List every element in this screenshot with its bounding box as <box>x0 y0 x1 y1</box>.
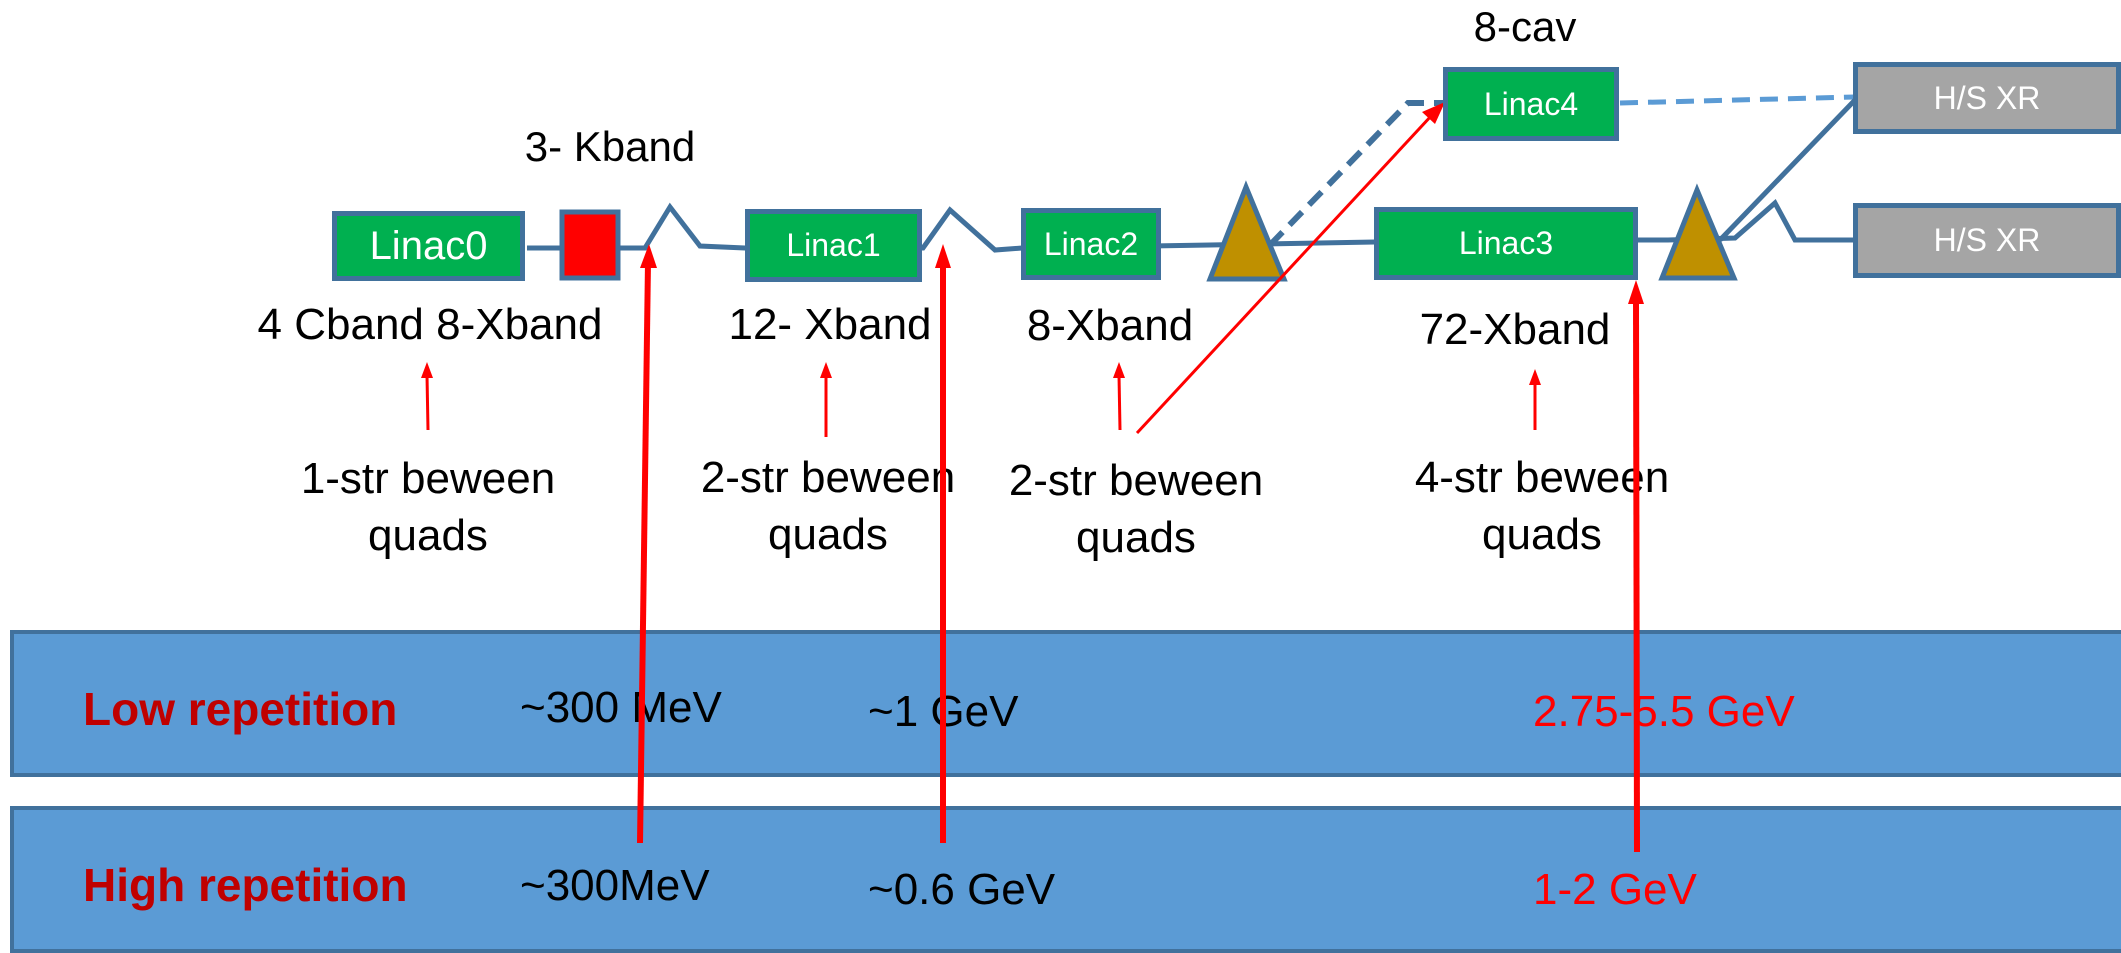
low-repetition-title: Low repetition <box>83 683 398 735</box>
linac2-structures-label: 8-Xband <box>1026 301 1194 350</box>
linac2-label: Linac2 <box>1043 225 1139 262</box>
high-repetition-title: High repetition <box>83 859 408 911</box>
xray-box-upper: H/S XR <box>1853 62 2121 134</box>
xray-upper-label: H/S XR <box>1933 79 2041 116</box>
note-arrow-3 <box>1117 374 1122 431</box>
linac3-structures-label: 72-Xband <box>1419 305 1611 354</box>
linac1-structures-label: 12- Xband <box>728 300 932 349</box>
linac2-box: Linac2 <box>1021 208 1161 280</box>
linac4-box: Linac4 <box>1443 67 1619 141</box>
linac4-label: Linac4 <box>1483 85 1579 122</box>
note-arrow-1-head <box>421 362 433 378</box>
linac0-box: Linac0 <box>332 211 525 281</box>
quad-note-3-line2: quads <box>1076 513 1196 563</box>
linac0-structures-label: 4 Cband 8-Xband <box>257 300 603 349</box>
kband-block <box>559 209 621 281</box>
quad-note-1-line1: 1-str beween <box>300 454 556 503</box>
linac4-to-xray-dashed-line <box>1619 94 1856 106</box>
quad-note-1-line2: quads <box>368 511 488 561</box>
xray-lower-label: H/S XR <box>1933 222 2041 258</box>
quad-note-4-line2: quads <box>1482 510 1602 560</box>
quad-note-2-line2: quads <box>768 510 888 560</box>
upper-branch-line <box>1267 100 1445 248</box>
quad-note-3: 2-str beween quads <box>986 452 1286 566</box>
quad-note-4-line1: 4-str beween <box>1414 453 1670 502</box>
note-arrow-1 <box>425 374 430 431</box>
xray-box-lower: H/S XR <box>1853 203 2121 278</box>
quad-note-4: 4-str beween quads <box>1392 449 1692 563</box>
beamline <box>527 199 1855 253</box>
quad-note-2-line1: 2-str beween <box>700 453 956 502</box>
low-energy-3: 2.75-5.5 GeV <box>1533 687 1795 736</box>
linac1-box: Linac1 <box>745 209 922 282</box>
xray-branch-line <box>1718 98 1857 242</box>
linac4-arrow-head <box>1422 102 1445 124</box>
linac1-label: Linac1 <box>786 227 881 263</box>
linac3-box: Linac3 <box>1374 207 1638 280</box>
high-energy-1: ~300MeV <box>520 861 710 910</box>
high-energy-2: ~0.6 GeV <box>868 865 1056 914</box>
quad-note-2: 2-str beween quads <box>678 449 978 563</box>
linac4-arrow <box>1135 113 1434 435</box>
note-arrow-2-head <box>820 362 832 378</box>
high-energy-3: 1-2 GeV <box>1533 865 1697 914</box>
linac3-label: Linac3 <box>1458 225 1554 261</box>
chicane-triangle-2 <box>1658 183 1738 281</box>
low-energy-1: ~300 MeV <box>520 683 722 732</box>
chicane-triangle-1 <box>1206 180 1288 282</box>
kband3-label: 3- Kband <box>524 123 696 170</box>
note-arrow-3-head <box>1113 362 1125 378</box>
note-arrow-4-head <box>1529 369 1541 385</box>
quad-note-1: 1-str beween quads <box>278 450 578 564</box>
linac0-label: Linac0 <box>369 223 488 268</box>
quad-note-3-line1: 2-str beween <box>1008 456 1264 505</box>
low-repetition-band <box>10 630 2121 777</box>
cav8-label: 8-cav <box>1473 3 1577 50</box>
low-energy-2: ~1 GeV <box>868 687 1019 736</box>
